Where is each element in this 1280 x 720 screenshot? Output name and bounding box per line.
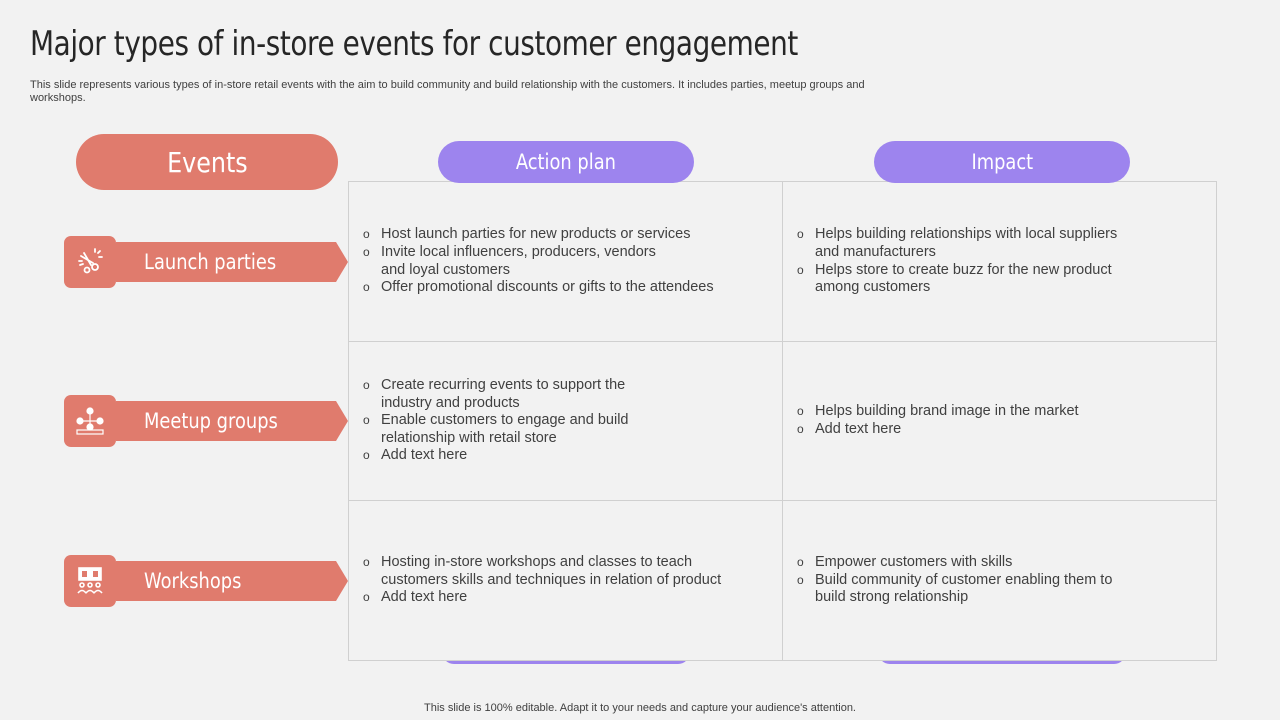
list-item: Enable customers to engage and build rel… xyxy=(363,412,628,447)
event-banner-workshops: Workshops xyxy=(116,561,348,601)
list-item: Add text here xyxy=(363,589,721,607)
events-table: Host launch parties for new products or … xyxy=(348,181,1217,661)
list-item: Create recurring events to support the i… xyxy=(363,377,628,412)
list-item: Host launch parties for new products or … xyxy=(363,226,714,244)
footer-note: This slide is 100% editable. Adapt it to… xyxy=(424,702,856,714)
impact-header-pill: Impact xyxy=(874,141,1130,183)
event-row-meetup-groups: Meetup groups xyxy=(64,395,348,447)
list-item: Helps building brand image in the market xyxy=(797,403,1079,421)
action-plan-header-pill: Action plan xyxy=(438,141,694,183)
event-label: Launch parties xyxy=(144,250,277,274)
impact-cell-meetup: Helps building brand image in the market… xyxy=(783,342,1217,501)
action-plan-list: Create recurring events to support the i… xyxy=(363,377,628,465)
page-title: Major types of in-store events for custo… xyxy=(30,24,798,64)
action-plan-cell-workshops: Hosting in-store workshops and classes t… xyxy=(349,501,783,660)
event-label: Meetup groups xyxy=(144,409,278,433)
page-subtitle: This slide represents various types of i… xyxy=(30,79,865,104)
events-header-label: Events xyxy=(166,145,248,179)
event-banner-launch-parties: Launch parties xyxy=(116,242,348,282)
events-header-pill: Events xyxy=(76,134,338,190)
action-plan-list: Hosting in-store workshops and classes t… xyxy=(363,554,721,607)
action-plan-cell-launch: Host launch parties for new products or … xyxy=(349,182,783,342)
impact-cell-workshops: Empower customers with skills Build comm… xyxy=(783,501,1217,660)
list-item: Build community of customer enabling the… xyxy=(797,572,1112,607)
event-label: Workshops xyxy=(144,569,242,593)
impact-list: Empower customers with skills Build comm… xyxy=(797,554,1112,607)
list-item: Invite local influencers, producers, ven… xyxy=(363,244,714,279)
action-plan-header-label: Action plan xyxy=(515,150,617,174)
list-item: Helps store to create buzz for the new p… xyxy=(797,262,1117,297)
group-network-icon xyxy=(64,395,116,447)
action-plan-list: Host launch parties for new products or … xyxy=(363,226,714,296)
event-row-launch-parties: Launch parties xyxy=(64,236,348,288)
event-row-workshops: Workshops xyxy=(64,555,348,607)
event-banner-meetup-groups: Meetup groups xyxy=(116,401,348,441)
action-plan-cell-meetup: Create recurring events to support the i… xyxy=(349,342,783,501)
impact-list: Helps building brand image in the market… xyxy=(797,403,1079,438)
list-item: Offer promotional discounts or gifts to … xyxy=(363,279,714,297)
list-item: Empower customers with skills xyxy=(797,554,1112,572)
party-popper-icon xyxy=(64,236,116,288)
list-item: Helps building relationships with local … xyxy=(797,226,1117,261)
list-item: Hosting in-store workshops and classes t… xyxy=(363,554,721,589)
list-item: Add text here xyxy=(363,447,628,465)
impact-header-label: Impact xyxy=(971,150,1033,174)
list-item: Add text here xyxy=(797,421,1079,439)
workshop-presentation-icon xyxy=(64,555,116,607)
impact-cell-launch: Helps building relationships with local … xyxy=(783,182,1217,342)
impact-list: Helps building relationships with local … xyxy=(797,226,1117,296)
